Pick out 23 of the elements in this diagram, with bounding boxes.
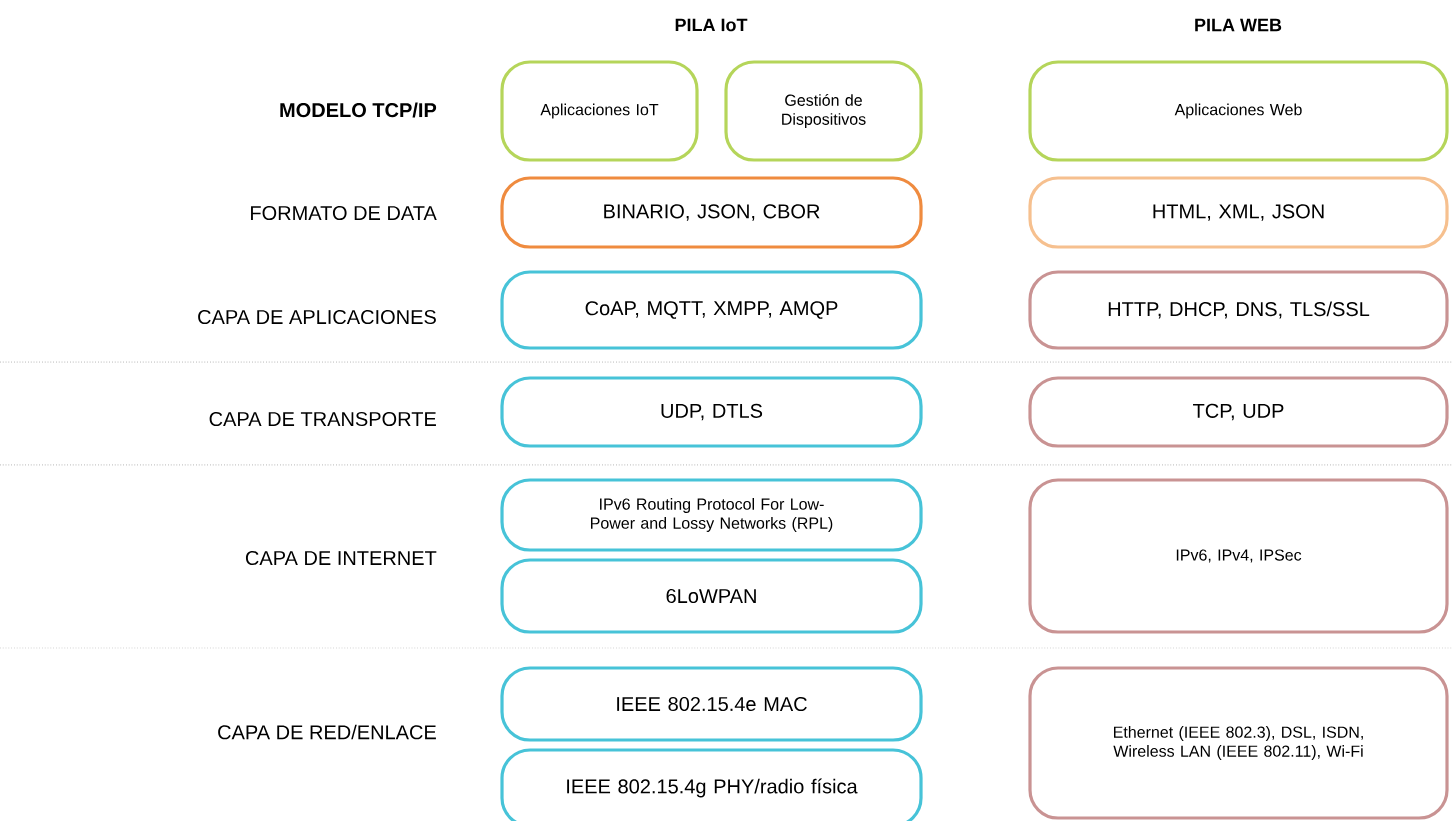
- layer-box: IPv6 Routing Protocol For Low-Power and Lossy Networks (RPL): [500, 478, 923, 552]
- layer-box: Gestión de Dispositivos: [724, 60, 923, 162]
- layer-box: Aplicaciones Web: [1028, 60, 1449, 162]
- layer-label: CAPA DE TRANSPORTE: [209, 411, 436, 427]
- layer-box: IPv6, IPv4, IPSec: [1028, 478, 1449, 634]
- column-heading: PILA WEB: [1195, 18, 1282, 32]
- layer-box: IEEE 802.15.4g PHY/radio física: [500, 748, 923, 821]
- layer-box: TCP, UDP: [1028, 376, 1449, 448]
- layer-label: CAPA DE APLICACIONES: [198, 309, 436, 325]
- layer-label: CAPA DE INTERNET: [245, 550, 437, 566]
- layer-box: IEEE 802.15.4e MAC: [500, 666, 923, 742]
- column-heading: PILA IoT: [675, 18, 748, 32]
- layer-label: MODELO TCP/IP: [280, 102, 437, 118]
- layer-label: FORMATO DE DATA: [251, 205, 437, 221]
- layer-box: 6LoWPAN: [500, 558, 923, 634]
- layer-box: Aplicaciones IoT: [500, 60, 699, 162]
- layer-label: CAPA DE RED/ENLACE: [218, 724, 436, 740]
- layer-box: UDP, DTLS: [500, 376, 923, 448]
- layer-box: CoAP, MQTT, XMPP, AMQP: [500, 270, 923, 350]
- layer-box: Ethernet (IEEE 802.3), DSL, ISDN, Wireless LAN (IEEE 802.11), Wi-Fi: [1028, 666, 1449, 820]
- layer-box: HTTP, DHCP, DNS, TLS/SSL: [1028, 270, 1449, 350]
- layer-box: BINARIO, JSON, CBOR: [500, 176, 923, 249]
- layer-box: HTML, XML, JSON: [1028, 176, 1449, 249]
